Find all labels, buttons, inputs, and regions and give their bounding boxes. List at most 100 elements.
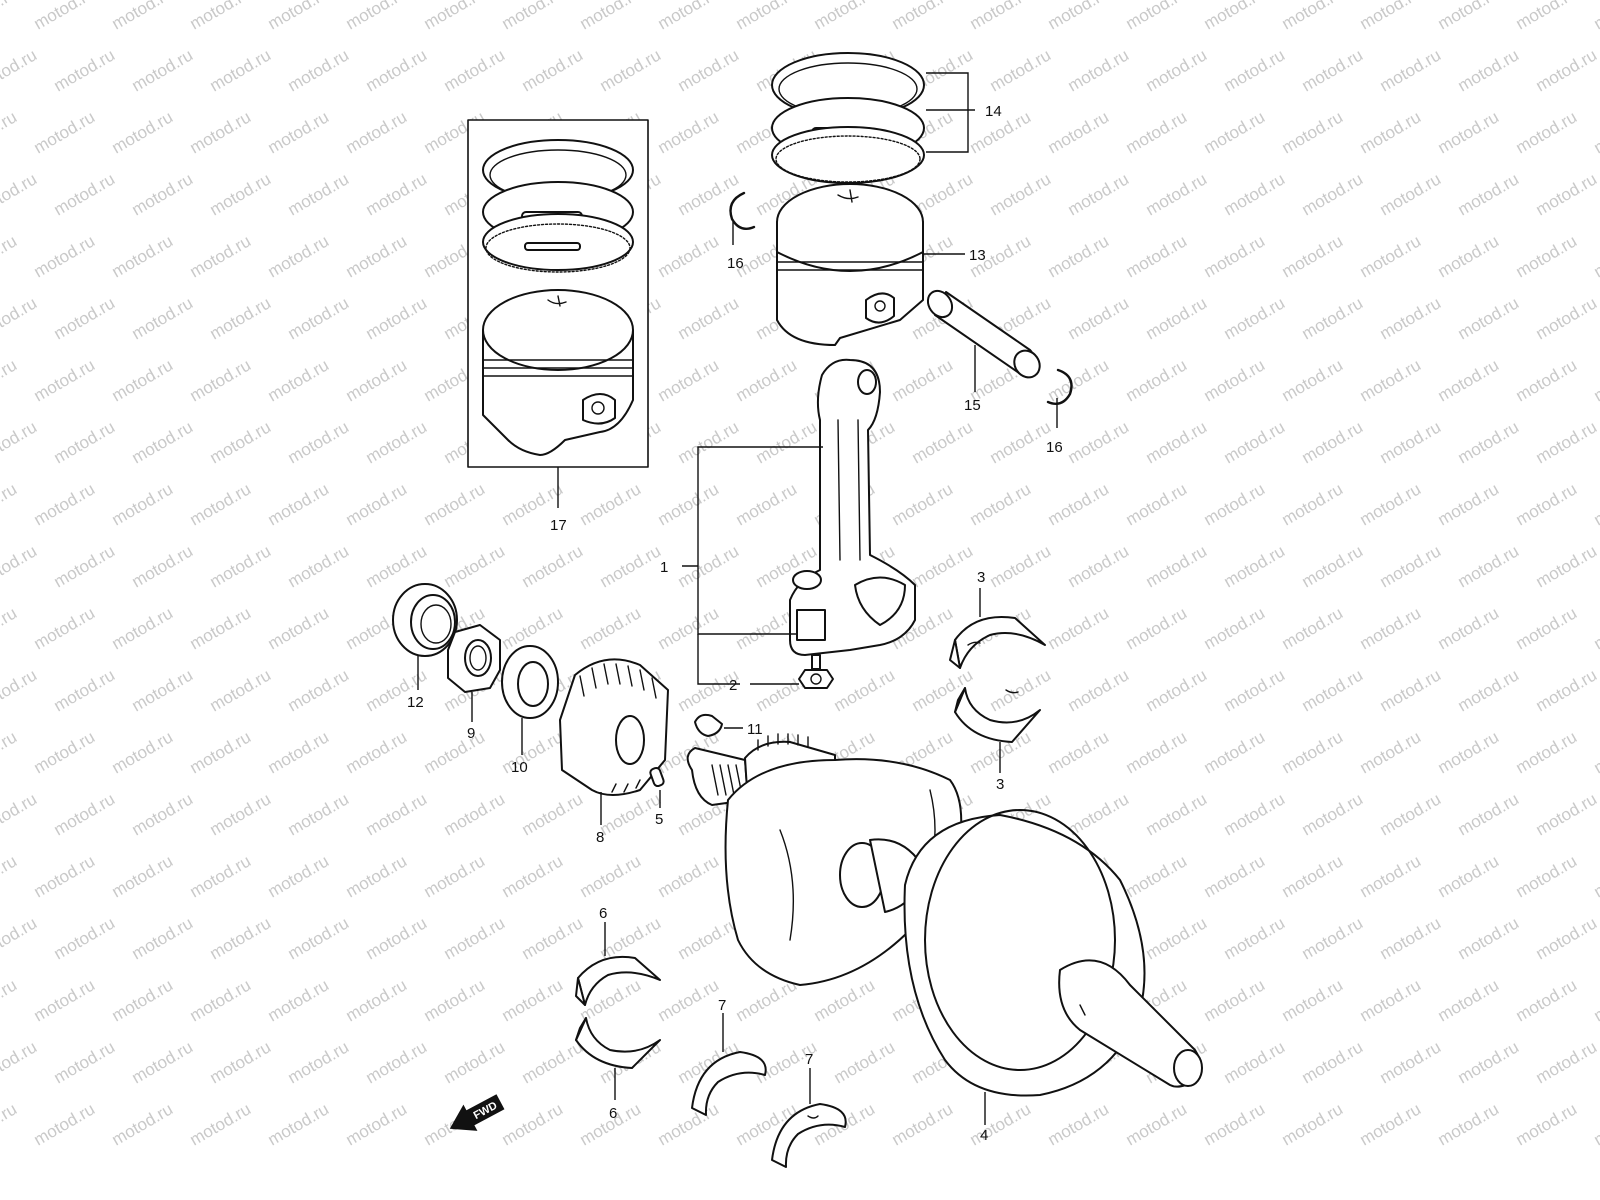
- watermark-text: motod.ru: [1299, 665, 1367, 715]
- watermark-text: motod.ru: [0, 479, 20, 529]
- watermark-text: motod.ru: [1591, 1099, 1600, 1149]
- watermark-text: motod.ru: [1513, 107, 1581, 157]
- primary-drive-gear[interactable]: [559, 658, 669, 796]
- forward-arrow-icon: FWD: [449, 1094, 505, 1131]
- watermark-text: motod.ru: [909, 417, 977, 467]
- watermark-text: motod.ru: [0, 975, 20, 1025]
- dowel-pin[interactable]: [649, 766, 665, 788]
- watermark-text: motod.ru: [831, 665, 899, 715]
- piston-set-box[interactable]: [467, 119, 649, 468]
- thrust-bearing[interactable]: [771, 1103, 847, 1168]
- callout-7: 7: [718, 997, 726, 1014]
- watermark-text: motod.ru: [31, 355, 99, 405]
- connecting-rod[interactable]: [789, 358, 916, 656]
- watermark-text: motod.ru: [1513, 851, 1581, 901]
- watermark-text: motod.ru: [1065, 541, 1133, 591]
- watermark-text: motod.ru: [0, 107, 20, 157]
- crankshaft-bearing-upper[interactable]: [575, 955, 661, 1006]
- watermark-text: motod.ru: [31, 231, 99, 281]
- watermark-text: motod.ru: [1533, 45, 1600, 95]
- watermark-text: motod.ru: [51, 541, 119, 591]
- callout-14: 14: [985, 103, 1002, 120]
- watermark-text: motod.ru: [0, 665, 40, 715]
- woodruff-key[interactable]: [694, 713, 723, 737]
- watermark-text: motod.ru: [129, 665, 197, 715]
- watermark-text: motod.ru: [675, 913, 743, 963]
- watermark-text: motod.ru: [987, 45, 1055, 95]
- watermark-text: motod.ru: [1221, 1037, 1289, 1087]
- watermark-text: motod.ru: [109, 727, 177, 777]
- watermark-text: motod.ru: [1221, 913, 1289, 963]
- watermark-text: motod.ru: [0, 1099, 20, 1149]
- watermark-text: motod.ru: [1201, 1099, 1269, 1149]
- watermark-text: motod.ru: [363, 169, 431, 219]
- watermark-text: motod.ru: [1455, 45, 1523, 95]
- watermark-text: motod.ru: [0, 603, 20, 653]
- watermark-text: motod.ru: [109, 851, 177, 901]
- thrust-bearing[interactable]: [691, 1051, 767, 1116]
- crankshaft-nut[interactable]: [447, 624, 501, 693]
- watermark-text: motod.ru: [909, 541, 977, 591]
- crankshaft-bearing-lower[interactable]: [575, 1017, 661, 1069]
- watermark-text: motod.ru: [655, 0, 723, 33]
- watermark-text: motod.ru: [1377, 417, 1445, 467]
- watermark-text: motod.ru: [187, 1099, 255, 1149]
- watermark-text: motod.ru: [597, 45, 665, 95]
- piston-pin-circlip[interactable]: [729, 191, 756, 230]
- watermark-text: motod.ru: [51, 913, 119, 963]
- watermark-text: motod.ru: [1201, 603, 1269, 653]
- watermark-text: motod.ru: [31, 479, 99, 529]
- callout-13: 13: [969, 247, 986, 264]
- watermark-text: motod.ru: [499, 851, 567, 901]
- watermark-text: motod.ru: [0, 913, 40, 963]
- watermark-text: motod.ru: [1435, 851, 1503, 901]
- watermark-text: motod.ru: [1201, 851, 1269, 901]
- callout-2: 2: [729, 677, 737, 694]
- piston-pin[interactable]: [923, 286, 1045, 382]
- piston-pin-circlip[interactable]: [1046, 368, 1073, 405]
- watermark-text: motod.ru: [655, 975, 723, 1025]
- watermark-text: motod.ru: [363, 913, 431, 963]
- watermark-text: motod.ru: [441, 1037, 509, 1087]
- callout-8: 8: [596, 829, 604, 846]
- watermark-text: motod.ru: [0, 45, 40, 95]
- watermark-text: motod.ru: [31, 851, 99, 901]
- watermark-text: motod.ru: [1591, 603, 1600, 653]
- watermark-text: motod.ru: [1045, 107, 1113, 157]
- watermark-text: motod.ru: [207, 169, 275, 219]
- oil-seal[interactable]: [392, 583, 458, 657]
- crankshaft[interactable]: [686, 733, 1203, 1097]
- watermark-text: motod.ru: [519, 789, 587, 839]
- watermark-text: motod.ru: [187, 479, 255, 529]
- conrod-bearing-upper[interactable]: [949, 616, 1046, 669]
- watermark-text: motod.ru: [655, 107, 723, 157]
- watermark-text: motod.ru: [265, 355, 333, 405]
- watermark-text: motod.ru: [1221, 293, 1289, 343]
- watermark-text: motod.ru: [1045, 0, 1113, 33]
- watermark-text: motod.ru: [1123, 851, 1191, 901]
- watermark-text: motod.ru: [519, 45, 587, 95]
- piston-rings[interactable]: [771, 52, 925, 184]
- watermark-text: motod.ru: [343, 355, 411, 405]
- watermark-text: motod.ru: [265, 1099, 333, 1149]
- watermark-text: motod.ru: [285, 293, 353, 343]
- watermark-text: motod.ru: [987, 665, 1055, 715]
- conrod-nut[interactable]: [798, 654, 834, 689]
- watermark-text: motod.ru: [1591, 851, 1600, 901]
- watermark-text: motod.ru: [1591, 975, 1600, 1025]
- watermark-text: motod.ru: [1221, 45, 1289, 95]
- watermark-text: motod.ru: [51, 1037, 119, 1087]
- watermark-text: motod.ru: [187, 851, 255, 901]
- watermark-text: motod.ru: [1455, 169, 1523, 219]
- watermark-text: motod.ru: [51, 417, 119, 467]
- watermark-text: motod.ru: [129, 541, 197, 591]
- callout-6: 6: [609, 1105, 617, 1122]
- watermark-text: motod.ru: [987, 541, 1055, 591]
- watermark-text: motod.ru: [889, 1099, 957, 1149]
- watermark-text: motod.ru: [51, 45, 119, 95]
- conrod-bearing-lower[interactable]: [954, 687, 1041, 743]
- piston[interactable]: [776, 183, 924, 346]
- watermark-text: motod.ru: [1533, 789, 1600, 839]
- watermark-text: motod.ru: [1143, 541, 1211, 591]
- washer[interactable]: [501, 645, 559, 719]
